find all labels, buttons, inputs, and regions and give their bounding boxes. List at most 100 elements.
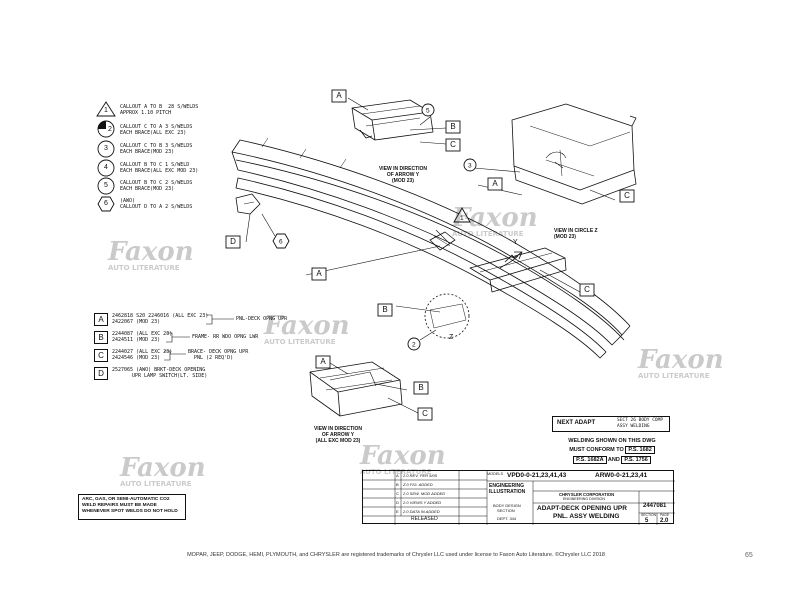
watermark-1: Faxon AUTO LITERATURE — [452, 203, 538, 238]
callout-1-line2: APPROX 1.10 PITCH — [120, 110, 172, 116]
view-caption-bottom-3: (ALL EXC MOD 23) — [315, 438, 361, 444]
callout-6-line2: CALLOUT D TO A 2 S/WELDS — [120, 204, 193, 210]
part-a-line1: 2462818 S20 2246016 (ALL EXC 23) — [112, 313, 209, 319]
tb-released: RELEASED — [411, 516, 438, 522]
title-block-grid — [363, 471, 675, 525]
welding-std1: P.S. 1682 — [625, 446, 655, 454]
welding-std3: P.S. 1756 — [621, 456, 651, 464]
tb-page: 2.0 — [660, 518, 669, 524]
part-d-letter: D — [94, 367, 108, 380]
view-y-all-exc-channel — [309, 361, 403, 417]
label-c-top — [445, 138, 461, 152]
warning-line3: WHENEVER SPOT WELDS DO NOT HOLD — [82, 509, 178, 514]
watermark-1-brand: Faxon — [452, 203, 538, 233]
tb-body-design2: SECTION — [497, 508, 515, 513]
tb-rev-row-3: 2.0 SEW. MOD ADDED — [403, 491, 446, 496]
watermark-1-sub: AUTO LITERATURE — [452, 230, 524, 238]
label-b-bottom — [413, 381, 429, 395]
part-d-line2: UPR LAMP SWITCH(LT. SIDE) — [132, 373, 208, 379]
tb-division: ENGINEERING DIVISION — [563, 497, 605, 501]
deck-panel-inner-edge — [235, 159, 625, 341]
part-c-letter: C — [94, 349, 108, 362]
next-adapt-box: NEXT ADAPT SECT 26 BODY COMP ASSY WELDIN… — [552, 416, 670, 432]
label-d-left — [225, 235, 241, 249]
part-c-line2: 2424546 (MOD 23) — [112, 355, 161, 361]
watermark-5-brand: Faxon — [120, 453, 206, 483]
part-b-line2: 2424511 (MOD 23) — [112, 337, 161, 343]
label-a-bottom-text: A — [320, 357, 326, 366]
label-a-top — [331, 89, 347, 103]
tb-eng-illus2: ILLUSTRATION — [489, 489, 526, 495]
arrow-z-label: Z — [449, 334, 454, 341]
welding-note: WELDING SHOWN ON THIS DWG MUST CONFORM T… — [550, 438, 674, 464]
label-d-left-text: D — [230, 237, 236, 246]
next-adapt-label: NEXT ADAPT — [557, 420, 596, 426]
tb-title1: ADAPT-DECK OPENING UPR — [537, 505, 627, 512]
label-a-main — [311, 267, 327, 281]
bracket-d — [235, 193, 261, 215]
weld-3-circle-right-icon — [463, 158, 477, 172]
view-y-mod23-channel — [351, 99, 434, 141]
callout-5-line1: CALLOUT B TO C 2 S/WELDS — [120, 180, 193, 186]
view-caption-top-3: (MOD 23) — [392, 178, 414, 184]
view-caption-top: VIEW IN DIRECTION OF ARROW Y (MOD 23) — [368, 166, 438, 184]
callout-4-line2: EACH BRACE(ALL EXC MOD 23) — [120, 168, 199, 174]
upper-right-detail — [511, 103, 637, 205]
callout-1-triangle-icon — [96, 101, 116, 117]
arrow-y-icon — [504, 251, 523, 263]
part-b-line1: 2244087 (ALL EXC 23) — [112, 331, 173, 337]
callout-5-circle-icon — [97, 177, 115, 195]
warning-line2: WELD REPAIRS MUST BE MADE — [82, 503, 157, 508]
tb-page-label: PAGE — [660, 513, 670, 517]
label-a-right-text: A — [492, 179, 498, 188]
tb-rev-letter-a: A — [396, 473, 399, 478]
callout-6-line1: (AWO) — [120, 198, 136, 204]
weld-1-num: 1 — [460, 215, 464, 222]
label-c-main-text: C — [584, 285, 590, 294]
watermark-6-sub: AUTO LITERATURE — [360, 468, 432, 476]
warning-line1: ARC, GAS, OR SEMI-AUTOMATIC CO2 — [82, 497, 170, 502]
weld-repair-warning: ARC, GAS, OR SEMI-AUTOMATIC CO2 WELD REP… — [78, 494, 186, 520]
next-adapt-line2: ASSY WELDING — [617, 424, 650, 429]
tb-rev-row-1: 2.0 REV. PER 5/05 — [403, 473, 437, 478]
watermark-3-sub: AUTO LITERATURE — [264, 338, 336, 346]
tb-rev-row-5: 2.0 DATA IN ADDED — [403, 509, 440, 514]
welding-std2: P.S. 1682A — [573, 456, 607, 464]
weld-6-num: 6 — [279, 239, 283, 246]
callout-3-num: 3 — [104, 145, 108, 152]
part-b-desc: FRAME- RR WDO OPNG LWR — [192, 334, 259, 340]
label-b-bottom-text: B — [418, 383, 424, 392]
callout-2-line2: EACH BRACE(ALL EXC 23) — [120, 130, 187, 136]
parts-list: A 2462818 S20 2246016 (ALL EXC 23) 24220… — [94, 308, 334, 380]
welding-and: AND — [607, 457, 620, 463]
view-caption-top-1: VIEW IN DIRECTION — [378, 166, 428, 172]
callout-symbols — [96, 101, 116, 212]
title-block: MODELS VPD0-0-21,23,41,43 ARW0-0-21,23,4… — [362, 470, 675, 525]
weld-5-circle-top-icon — [421, 103, 435, 117]
watermark-6: Faxon AUTO LITERATURE — [360, 443, 446, 476]
tb-rev-letter-b: B — [396, 482, 399, 487]
weld-5-num: 5 — [426, 108, 430, 115]
weld-6-hexagon-icon — [272, 233, 290, 249]
callout-2-fill-icon — [98, 121, 106, 129]
tb-models-label: MODELS — [487, 472, 504, 476]
label-c-bottom — [417, 407, 433, 421]
welding-line1: WELDING SHOWN ON THIS DWG — [568, 438, 656, 444]
deck-panel-outline — [231, 151, 623, 346]
label-b-top — [445, 120, 461, 134]
tb-models1: VPD0-0-21,23,41,43 — [507, 472, 567, 479]
tb-rev-row-2: Z.0 FIG. ADDED — [403, 482, 433, 487]
view-caption-circle: VIEW IN CIRCLE Z (MOD 23) — [554, 228, 598, 240]
callout-1-num: 1 — [104, 107, 108, 114]
callout-1-line1: CALLOUT A TO B 28 S/WELDS — [120, 104, 199, 110]
tb-dept: DEPT. 344 — [497, 516, 517, 521]
tb-rev-letter-e: E — [396, 509, 399, 514]
part-b-letter: B — [94, 331, 108, 344]
callout-2-line1: CALLOUT C TO A 3 S/WELDS — [120, 124, 193, 130]
part-a-letter: A — [94, 313, 108, 326]
callout-4-circle-icon — [97, 159, 115, 177]
watermark-3: Faxon AUTO LITERATURE — [264, 313, 350, 346]
tb-section: 5 — [645, 518, 649, 524]
watermark-5-sub: AUTO LITERATURE — [120, 480, 192, 488]
